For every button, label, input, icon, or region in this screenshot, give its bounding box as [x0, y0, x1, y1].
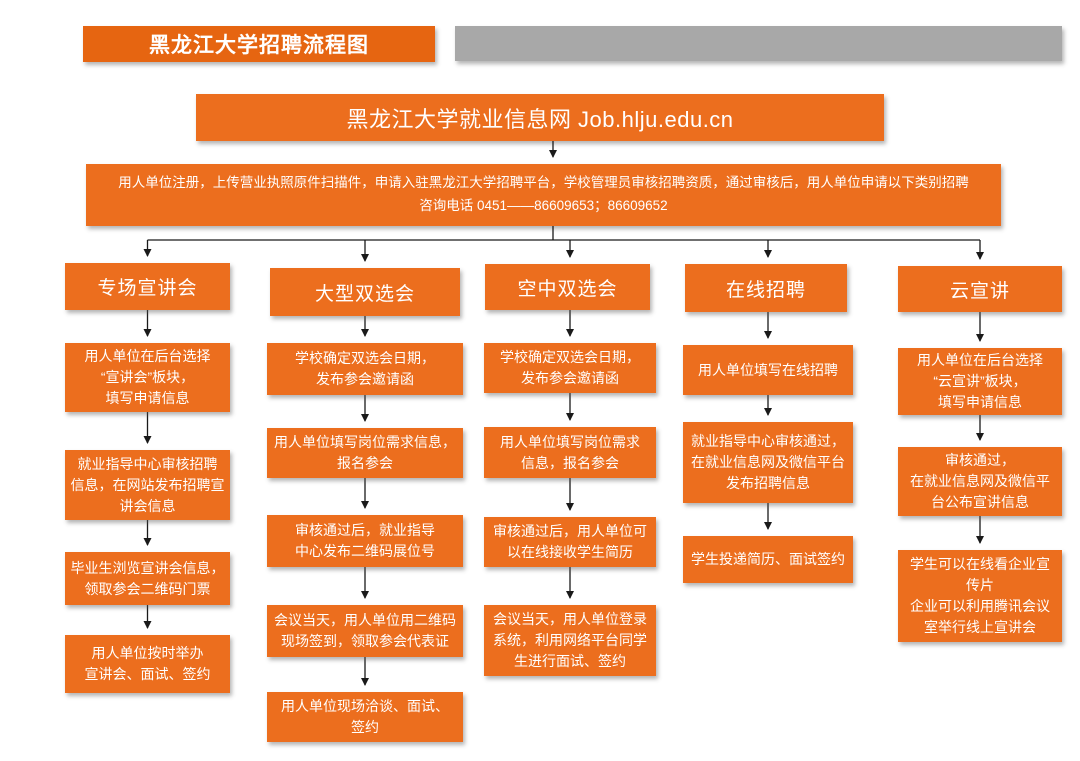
site-banner: 黑龙江大学就业信息网 Job.hlju.edu.cn — [196, 94, 884, 141]
column-header-online-job-fair: 空中双选会 — [485, 264, 650, 310]
intro-line2: 咨询电话 0451——86609653；86609652 — [419, 198, 668, 213]
step-box: 用人单位按时举办 宣讲会、面试、签约 — [65, 635, 230, 693]
intro-box: 用人单位注册，上传营业执照原件扫描件，申请入驻黑龙江大学招聘平台，学校管理员审核… — [86, 164, 1001, 226]
step-box: 用人单位在后台选择 “云宣讲”板块， 填写申请信息 — [898, 348, 1062, 415]
step-box: 用人单位填写在线招聘 — [683, 345, 853, 395]
step-box: 审核通过后，用人单位可 以在线接收学生简历 — [484, 517, 656, 567]
step-box: 毕业生浏览宣讲会信息， 领取参会二维码门票 — [65, 552, 230, 605]
column-header-online-recruiting: 在线招聘 — [685, 264, 847, 312]
step-box: 用人单位现场洽谈、面试、 签约 — [267, 692, 463, 742]
step-box: 会议当天，用人单位用二维码 现场签到，领取参会代表证 — [267, 605, 463, 657]
step-box: 审核通过， 在就业信息网及微信平 台公布宣讲信息 — [898, 447, 1062, 516]
step-box: 审核通过后，就业指导 中心发布二维码展位号 — [267, 515, 463, 567]
column-header-special-info-session: 专场宣讲会 — [65, 263, 230, 310]
step-box: 就业指导中心审核招聘 信息，在网站发布招聘宣 讲会信息 — [65, 450, 230, 520]
step-box: 学生投递简历、面试签约 — [683, 536, 853, 583]
step-box: 学校确定双选会日期， 发布参会邀请函 — [484, 343, 656, 393]
column-header-large-job-fair: 大型双选会 — [270, 268, 460, 316]
step-box: 用人单位填写岗位需求 信息，报名参会 — [484, 427, 656, 478]
step-box: 学校确定双选会日期， 发布参会邀请函 — [267, 343, 463, 395]
gray-bar — [455, 26, 1062, 61]
intro-line1: 用人单位注册，上传营业执照原件扫描件，申请入驻黑龙江大学招聘平台，学校管理员审核… — [118, 175, 969, 191]
step-box: 会议当天，用人单位登录 系统，利用网络平台同学 生进行面试、签约 — [484, 605, 656, 676]
step-box: 用人单位在后台选择 “宣讲会”板块， 填写申请信息 — [65, 343, 230, 412]
step-box: 用人单位填写岗位需求信息， 报名参会 — [267, 428, 463, 478]
page-title: 黑龙江大学招聘流程图 — [83, 26, 435, 62]
column-header-cloud-session: 云宣讲 — [898, 266, 1062, 312]
step-box: 就业指导中心审核通过， 在就业信息网及微信平台 发布招聘信息 — [683, 422, 853, 503]
step-box: 学生可以在线看企业宣 传片 企业可以利用腾讯会议 室举行线上宣讲会 — [898, 550, 1062, 642]
